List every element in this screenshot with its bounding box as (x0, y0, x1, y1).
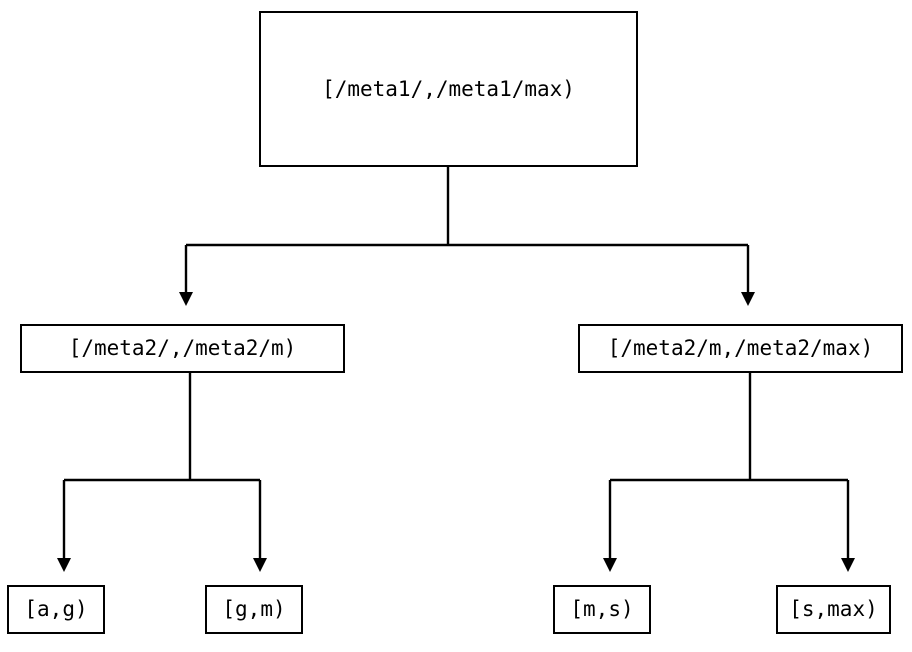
node-leaf-g-m[interactable]: [g,m) (205, 585, 303, 634)
node-leaf-m-s[interactable]: [m,s) (553, 585, 651, 634)
arrowhead-root-to-mid-right (741, 292, 755, 306)
node-mid-right-label: [/meta2/m,/meta2/max) (607, 336, 874, 360)
arrowhead-mid-left-to-leaf-gm (253, 558, 267, 572)
arrowhead-mid-right-to-leaf-ms (603, 558, 617, 572)
node-root-label: [/meta1/,/meta1/max) (322, 76, 575, 101)
node-leaf-s-max-label: [s,max) (789, 597, 878, 621)
node-leaf-m-s-label: [m,s) (570, 597, 634, 621)
node-mid-right[interactable]: [/meta2/m,/meta2/max) (578, 324, 903, 373)
node-leaf-a-g-label: [a,g) (24, 597, 88, 621)
node-leaf-a-g[interactable]: [a,g) (7, 585, 105, 634)
node-leaf-g-m-label: [g,m) (222, 597, 286, 621)
node-mid-left[interactable]: [/meta2/,/meta2/m) (20, 324, 345, 373)
node-leaf-s-max[interactable]: [s,max) (776, 585, 891, 634)
arrowhead-mid-right-to-leaf-smax (841, 558, 855, 572)
arrowhead-mid-left-to-leaf-ag (57, 558, 71, 572)
node-mid-left-label: [/meta2/,/meta2/m) (68, 336, 297, 360)
arrowhead-root-to-mid-left (179, 292, 193, 306)
node-root[interactable]: [/meta1/,/meta1/max) (259, 11, 638, 167)
